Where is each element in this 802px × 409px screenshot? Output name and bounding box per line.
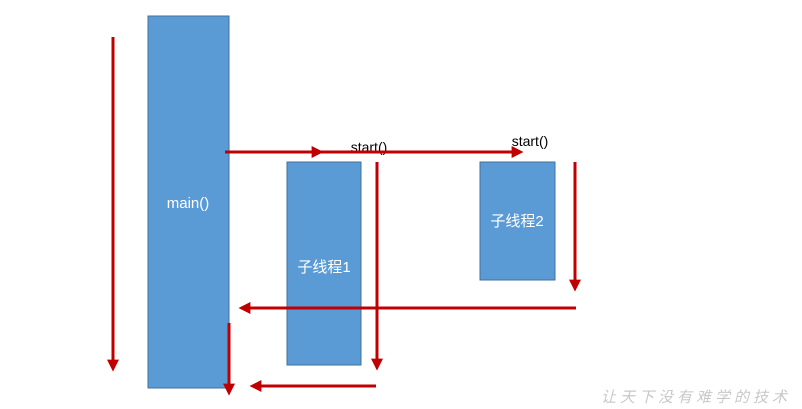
start-call-label-2: start()	[512, 133, 549, 149]
thread2-block-label: 子线程2	[490, 213, 543, 230]
main-block	[147, 15, 230, 389]
watermark-text: 让天下没有难学的技术	[601, 388, 791, 406]
thread1-block	[286, 161, 362, 366]
main-block-label: main()	[167, 195, 210, 212]
thread1-block-label: 子线程1	[297, 259, 350, 276]
thread2-block	[479, 161, 556, 281]
